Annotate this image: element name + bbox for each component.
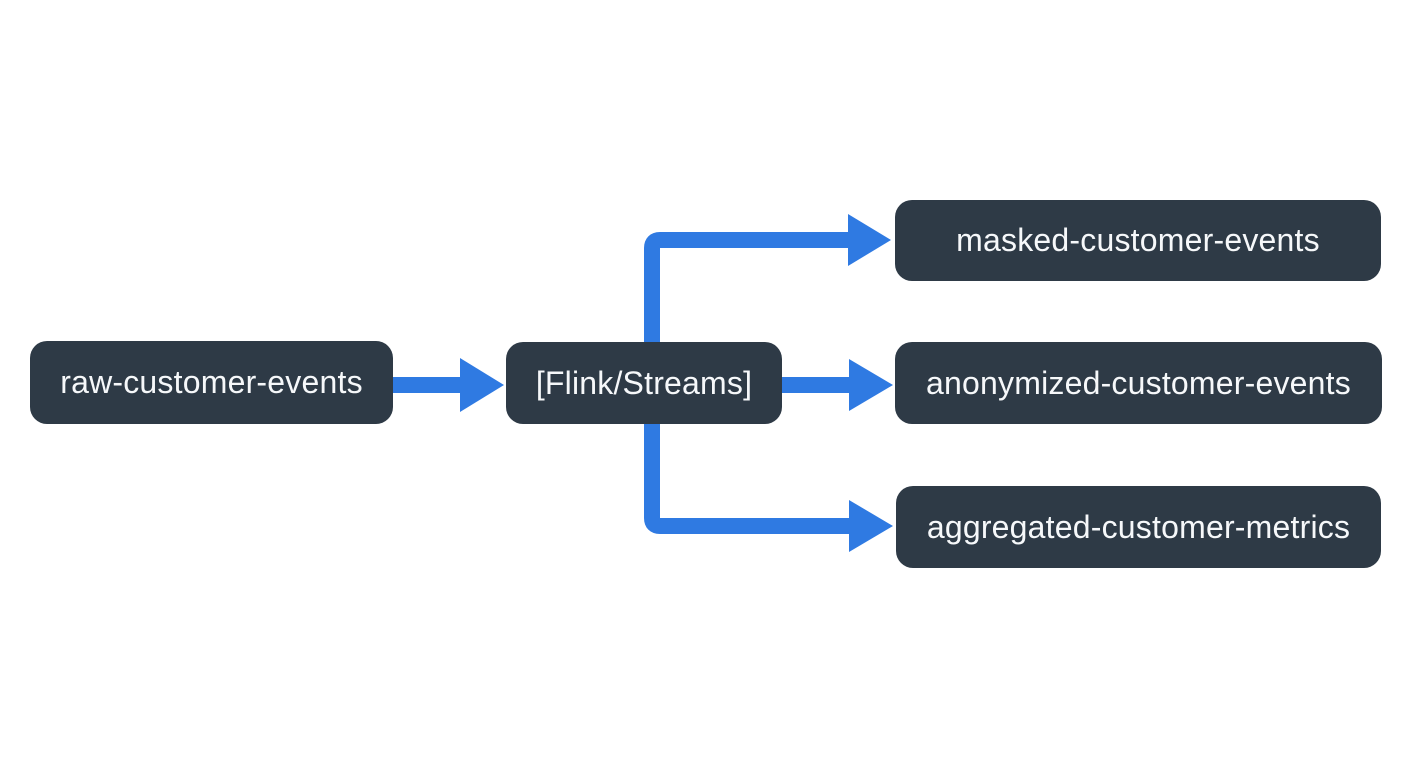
arrowhead-processor-to-aggregated [849,500,893,552]
node-aggregated-customer-metrics: aggregated-customer-metrics [896,486,1381,568]
node-label: aggregated-customer-metrics [926,508,1351,545]
node-label: masked-customer-events [956,222,1320,258]
edge-processor-to-masked [644,232,850,346]
node-flink-streams-processor: [Flink/Streams] [506,342,782,424]
node-label: [Flink/Streams] [535,364,753,401]
arrowhead-processor-to-anonymized [849,359,893,411]
arrowhead-processor-to-masked [848,214,891,266]
node-label: raw-customer-events [60,364,363,400]
node-label: anonymized-customer-events [926,364,1351,401]
edge-processor-to-aggregated [644,422,851,534]
arrowhead-raw-to-processor [460,358,504,412]
node-masked-customer-events: masked-customer-events [895,200,1381,281]
node-anonymized-customer-events: anonymized-customer-events [895,342,1382,424]
node-raw-customer-events: raw-customer-events [30,341,393,424]
